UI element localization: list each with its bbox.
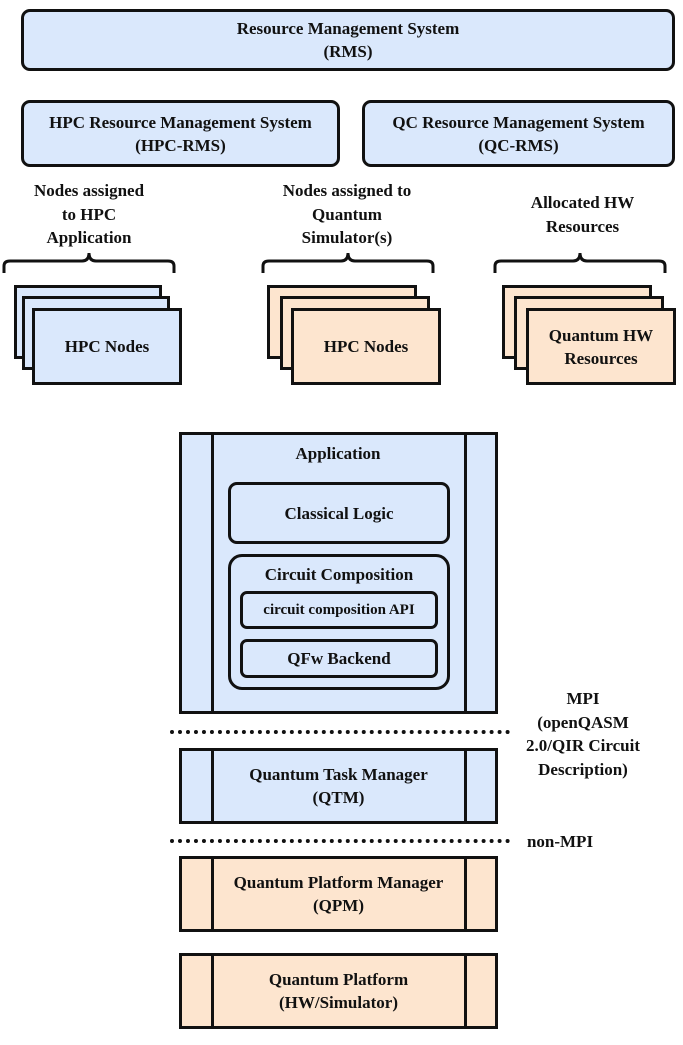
qtm-box: Quantum Task Manager (QTM) bbox=[179, 748, 498, 824]
rms-label: Resource Management System (RMS) bbox=[236, 19, 460, 61]
qfw-backend-label: QFw Backend bbox=[287, 649, 391, 668]
application-title: Application bbox=[295, 444, 381, 463]
classical-logic-box: Classical Logic bbox=[228, 482, 450, 544]
qhw-brace bbox=[493, 252, 667, 273]
hpc-app-group-label: Nodes assigned to HPC Application bbox=[33, 181, 145, 247]
quantum-platform-label: Quantum Platform (HW/Simulator) bbox=[268, 970, 409, 1012]
classical-logic-label: Classical Logic bbox=[284, 503, 394, 523]
qc-rms-label: QC Resource Management System (QC-RMS) bbox=[392, 112, 645, 155]
hpc-app-brace bbox=[2, 252, 176, 273]
quantum-platform-box: Quantum Platform (HW/Simulator) bbox=[179, 953, 498, 1029]
qtm-label: Quantum Task Manager (QTM) bbox=[249, 765, 428, 807]
qsim-nodes-label: HPC Nodes bbox=[323, 337, 409, 356]
hpc-app-nodes-label: HPC Nodes bbox=[64, 337, 150, 356]
qsim-brace bbox=[261, 252, 435, 273]
rms-box: Resource Management System (RMS) bbox=[21, 9, 675, 71]
hpc-rms-label: HPC Resource Management System (HPC-RMS) bbox=[49, 112, 312, 155]
mpi-label: MPI (openQASM 2.0/QIR Circuit Descriptio… bbox=[526, 689, 640, 779]
application-left-rail bbox=[211, 435, 214, 711]
qfw-backend-box: QFw Backend bbox=[240, 639, 438, 678]
circuit-api-box: circuit composition API bbox=[240, 591, 438, 629]
platform-left-rail bbox=[211, 956, 214, 1026]
hpc-app-nodes-box: HPC Nodes bbox=[32, 308, 182, 385]
qtm-left-rail bbox=[211, 751, 214, 821]
qhw-group-label: Allocated HW Resources bbox=[530, 193, 635, 236]
mpi-separator bbox=[170, 730, 510, 734]
application-right-rail bbox=[464, 435, 467, 711]
qhw-nodes-box: Quantum HW Resources bbox=[526, 308, 676, 385]
qc-rms-box: QC Resource Management System (QC-RMS) bbox=[362, 100, 675, 167]
qsim-group-label: Nodes assigned to Quantum Simulator(s) bbox=[282, 181, 412, 247]
hpc-rms-box: HPC Resource Management System (HPC-RMS) bbox=[21, 100, 340, 167]
platform-right-rail bbox=[464, 956, 467, 1026]
qtm-right-rail bbox=[464, 751, 467, 821]
qsim-nodes-box: HPC Nodes bbox=[291, 308, 441, 385]
non-mpi-label: non-MPI bbox=[526, 832, 594, 851]
qpm-label: Quantum Platform Manager (QPM) bbox=[233, 873, 444, 915]
non-mpi-separator bbox=[170, 839, 510, 843]
circuit-api-label: circuit composition API bbox=[263, 601, 415, 618]
qhw-nodes-label: Quantum HW Resources bbox=[548, 325, 654, 368]
qpm-box: Quantum Platform Manager (QPM) bbox=[179, 856, 498, 932]
circuit-composition-title: Circuit Composition bbox=[264, 565, 414, 584]
qpm-right-rail bbox=[464, 859, 467, 929]
qpm-left-rail bbox=[211, 859, 214, 929]
